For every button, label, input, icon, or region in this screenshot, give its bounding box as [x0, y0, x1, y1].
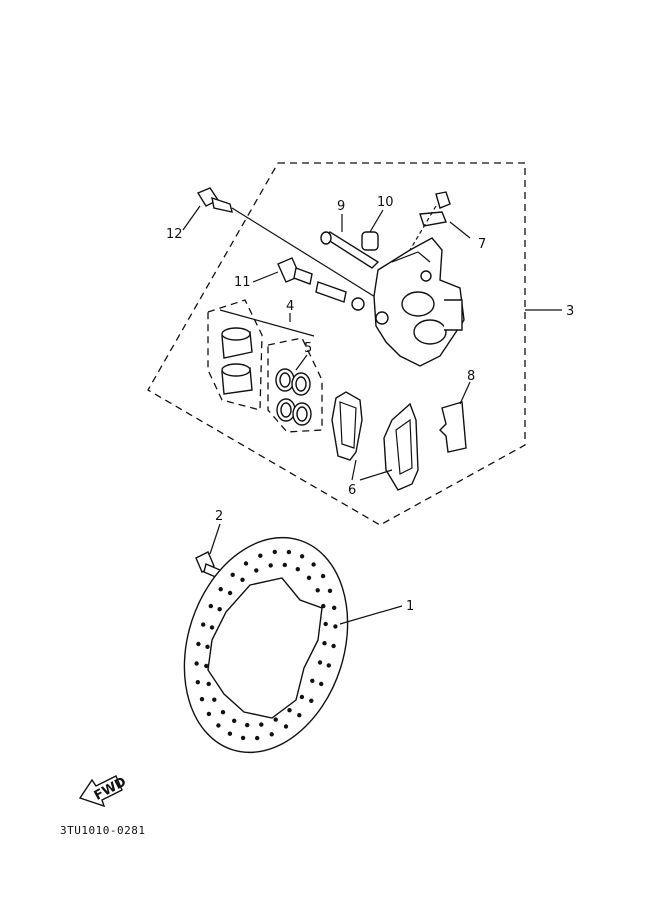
disc-hole: [320, 573, 326, 579]
callout-1: 1: [406, 599, 414, 614]
disc-hole: [323, 621, 328, 627]
disc-hole: [212, 697, 217, 702]
disc-hole: [204, 663, 209, 669]
disc-hole: [315, 588, 320, 593]
disc-hole: [220, 710, 226, 715]
disc-hole: [287, 708, 292, 713]
brake-pad-left: [331, 391, 363, 461]
piston-upper: [221, 327, 253, 359]
caliper-assembly-boundary: [147, 162, 526, 526]
disc-hole: [227, 731, 233, 736]
boot-10: [361, 231, 379, 251]
disc-hole: [227, 590, 233, 596]
disc-hole: [297, 713, 302, 718]
disc-hole: [272, 549, 277, 555]
disc-hole: [333, 624, 338, 629]
disc-hole: [206, 681, 211, 687]
disc-hole: [218, 587, 223, 592]
leader-lines: [182, 205, 562, 625]
pad-spring-8: [439, 401, 467, 453]
disc-hole: [209, 625, 215, 630]
disc-hole: [255, 735, 260, 741]
disc-hole: [327, 588, 333, 593]
callout-9: 9: [337, 199, 345, 214]
disc-hole: [310, 678, 315, 683]
disc-hole: [217, 607, 222, 612]
disc-hole: [322, 641, 327, 646]
disc-hole: [199, 697, 205, 702]
callout-6: 6: [348, 483, 356, 498]
disc-hole: [332, 605, 337, 610]
disc-hole: [216, 723, 221, 728]
callout-5: 5: [304, 341, 312, 356]
drawing-code: 3TU1010-0281: [60, 824, 145, 837]
piston-lower: [221, 363, 253, 395]
fwd-arrow-icon: FWD: [78, 774, 129, 808]
disc-hole: [196, 641, 201, 647]
brake-disc: [183, 536, 349, 754]
disc-hole: [258, 553, 263, 558]
disc-hole: [311, 562, 316, 567]
disc-hole: [306, 575, 312, 580]
disc-hole: [245, 722, 250, 728]
disc-hole: [286, 549, 292, 555]
disc-hole: [283, 724, 289, 729]
disc-hole: [205, 644, 210, 649]
disc-hole: [208, 603, 213, 609]
disc-hole: [321, 603, 326, 609]
piston-seal-boundary: [267, 337, 323, 433]
disc-hole: [243, 561, 249, 566]
disc-hole: [319, 681, 324, 687]
disc-hole: [230, 572, 235, 577]
disc-hole: [326, 663, 331, 668]
disc-hole: [269, 732, 274, 737]
disc-hole: [240, 735, 246, 741]
bolt-12: [196, 187, 381, 301]
disc-hole: [295, 567, 300, 572]
disc-hole: [317, 660, 323, 665]
disc-hole: [232, 718, 237, 723]
callout-11: 11: [234, 275, 251, 290]
disc-holes: [194, 549, 338, 741]
disc-hole: [201, 622, 206, 627]
seal-rings: [275, 368, 312, 426]
callout-4: 4: [286, 299, 294, 314]
disc-hole: [299, 694, 305, 700]
disc-hole: [331, 643, 336, 649]
disc-hole: [195, 680, 200, 685]
pin-9: [320, 231, 380, 269]
disc-hole: [194, 661, 199, 666]
disc-hole: [259, 722, 264, 727]
callout-2: 2: [215, 509, 223, 524]
seal-kit-boundary: [207, 299, 263, 411]
disc-hole: [240, 577, 245, 582]
callout-10: 10: [377, 195, 394, 210]
disc-hole: [206, 711, 212, 717]
caliper-body: [373, 237, 465, 367]
disc-hole: [299, 554, 305, 559]
callout-8: 8: [467, 369, 475, 384]
disc-hole: [254, 568, 259, 573]
callout-7: 7: [478, 237, 486, 252]
disc-hole: [268, 563, 273, 568]
disc-hole: [309, 698, 314, 703]
bleed-screw-7: [409, 191, 451, 251]
callout-12: 12: [166, 227, 183, 242]
bolt-11: [277, 257, 365, 311]
callout-3: 3: [566, 304, 574, 319]
brake-pad-right: [383, 402, 419, 491]
disc-hole: [282, 562, 287, 568]
disc-hole: [273, 717, 278, 722]
